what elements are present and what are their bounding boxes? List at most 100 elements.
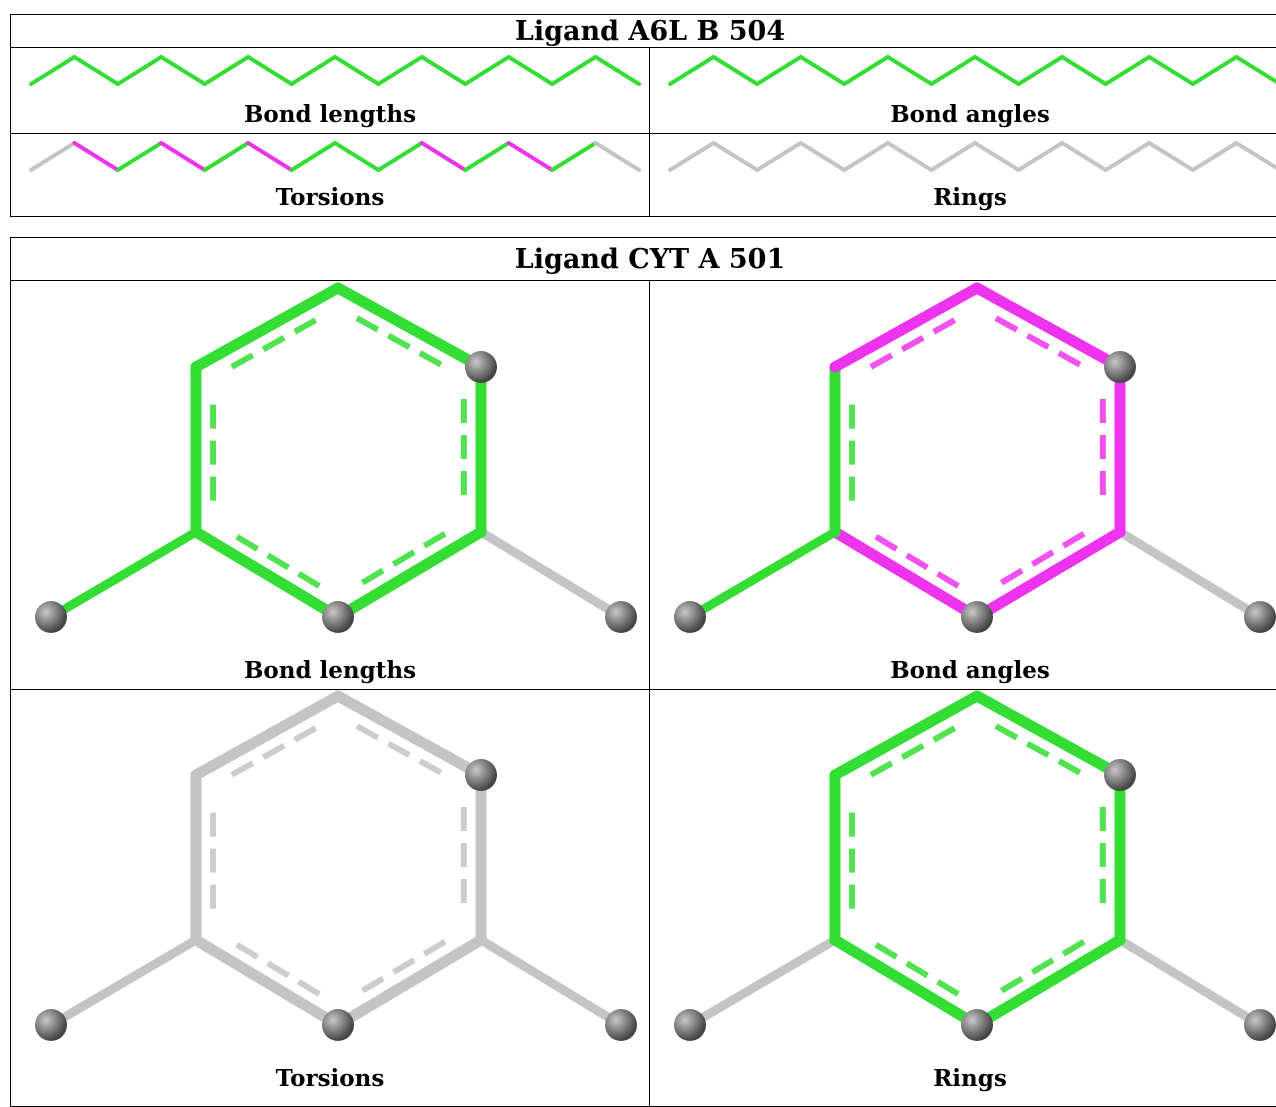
panel-caption: Torsions (275, 1065, 385, 1092)
ring-bond (971, 282, 1126, 373)
ring-bond (829, 282, 983, 373)
aromatic-dash (869, 939, 960, 997)
atom-sphere (961, 601, 993, 633)
bond-line (376, 55, 424, 86)
bond-line (1060, 55, 1108, 86)
bond-line (1190, 141, 1239, 172)
ring-bond (190, 282, 344, 373)
bond-line (593, 55, 641, 86)
bond-line (842, 141, 890, 172)
panel-bond-lengths: Bond lengths (11, 48, 649, 133)
bond-line (1190, 55, 1239, 86)
atom-sphere (1104, 759, 1136, 791)
aromatic-dash (355, 723, 447, 778)
bond-line (246, 55, 294, 86)
bond-line (593, 141, 641, 172)
bond-line (1147, 141, 1195, 172)
column-divider (649, 281, 650, 1106)
aromatic-dash (869, 315, 960, 370)
panel-rings: Rings (650, 134, 1276, 217)
substituent-bond (476, 935, 626, 1030)
bond-line (159, 55, 207, 86)
aromatic-dash (230, 939, 321, 997)
bond-line (1234, 141, 1276, 170)
ligand-ring-diagram (674, 690, 1276, 1041)
ring-bond (971, 526, 1126, 623)
bond-line (755, 141, 803, 172)
panel-bond-lengths: Bond lengths (11, 282, 649, 689)
ring-bond (332, 282, 487, 373)
substituent-bond (46, 527, 201, 622)
bond-line (1103, 55, 1152, 86)
ligand-chain-diagram (29, 141, 641, 172)
bond-line (29, 55, 77, 86)
aromatic-dash (355, 531, 447, 589)
bond-line (29, 141, 77, 172)
bond-line (506, 141, 555, 172)
substituent-bond (476, 527, 626, 622)
atom-sphere (605, 1009, 637, 1041)
aromatic-dash (869, 723, 960, 778)
aromatic-dash (869, 531, 960, 589)
substituent-bond (685, 527, 840, 622)
bond-line (885, 141, 934, 172)
panel-bond-angles: Bond angles (650, 48, 1276, 133)
panel-caption: Rings (933, 184, 1007, 211)
bond-line (973, 55, 1021, 86)
bond-line (202, 55, 251, 86)
panel-torsions: Torsions (11, 134, 649, 217)
bond-line (506, 55, 555, 86)
atom-sphere (322, 1009, 354, 1041)
ligand-ring-diagram (35, 282, 637, 633)
panel-caption: Bond lengths (243, 657, 417, 684)
atom-sphere (674, 601, 706, 633)
bond-line (115, 55, 164, 86)
bond-line (159, 141, 207, 172)
ring-bond (829, 526, 983, 623)
bond-line (333, 55, 381, 86)
aromatic-dash (994, 315, 1086, 370)
row-divider (11, 689, 1276, 690)
bond-line (376, 141, 424, 172)
ligand-chain-diagram (668, 55, 1276, 86)
substituent-bond (1115, 935, 1265, 1030)
bond-line (1103, 141, 1152, 172)
bond-line (668, 141, 716, 172)
bond-line (289, 141, 337, 172)
ring-bond (971, 690, 1126, 781)
aromatic-dash (230, 723, 321, 778)
bond-line (668, 55, 716, 86)
bond-line (798, 55, 847, 86)
bond-line (1016, 141, 1065, 172)
atom-sphere (35, 1009, 67, 1041)
panel-torsions: Torsions (11, 690, 649, 1100)
bond-line (711, 141, 760, 172)
panel-rings: Rings (650, 690, 1276, 1100)
bond-line (115, 141, 164, 172)
atom-sphere (674, 1009, 706, 1041)
bond-line (929, 55, 977, 86)
ligand-table-a6l: Ligand A6L B 504 Bond lengths Bond angle… (10, 14, 1276, 217)
ring-bond (190, 526, 344, 623)
bond-line (1060, 141, 1108, 172)
ring-bond (829, 690, 983, 781)
bond-line (842, 55, 890, 86)
substituent-bond (685, 935, 840, 1030)
bond-line (289, 55, 337, 86)
ligand-ring-diagram (674, 282, 1276, 633)
bond-line (973, 141, 1021, 172)
aromatic-dash (994, 939, 1086, 997)
bond-line (419, 55, 468, 86)
bond-line (72, 55, 120, 86)
aromatic-dash (355, 939, 447, 997)
bond-line (333, 141, 381, 172)
panel-caption: Bond lengths (243, 101, 417, 128)
bond-line (463, 55, 511, 86)
aromatic-dash (230, 531, 321, 589)
bond-line (1147, 55, 1195, 86)
row-divider (11, 133, 1276, 134)
ring-bond (332, 934, 487, 1031)
ring-bond (332, 690, 487, 781)
bond-line (798, 141, 847, 172)
ligand-table-cyt: Ligand CYT A 501 Bond lengths Bond angle… (10, 237, 1276, 1107)
